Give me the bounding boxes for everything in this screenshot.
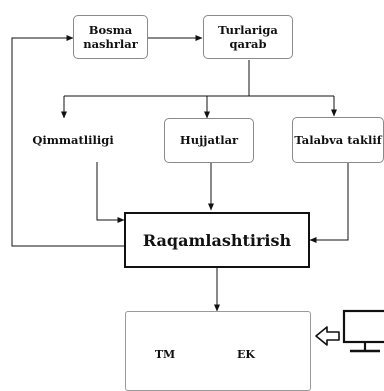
arrow-talabva-to-center — [309, 163, 349, 243]
database-label-ek: EK — [237, 348, 255, 361]
node-qimmatliligi: Qimmatliligi — [30, 118, 116, 162]
node-raqamlashtirish: Raqamlashtirish — [124, 212, 310, 268]
node-hujjatlar: Hujjatlar — [164, 118, 254, 163]
storage-container — [125, 311, 311, 391]
arrow-feedback-loop — [11, 35, 124, 247]
database-label-tm: TM — [154, 348, 176, 361]
arrow-left-outline-icon — [315, 326, 340, 346]
node-talabva-taklif: Talabva taklif — [292, 117, 384, 163]
node-turlariga-qarab: Turlariga qarab — [203, 15, 293, 59]
arrow-qimmatliligi-to-center — [96, 162, 125, 223]
computer-monitor-icon — [342, 309, 384, 353]
node-bosma-nashrlar: Bosma nashrlar — [73, 15, 148, 59]
